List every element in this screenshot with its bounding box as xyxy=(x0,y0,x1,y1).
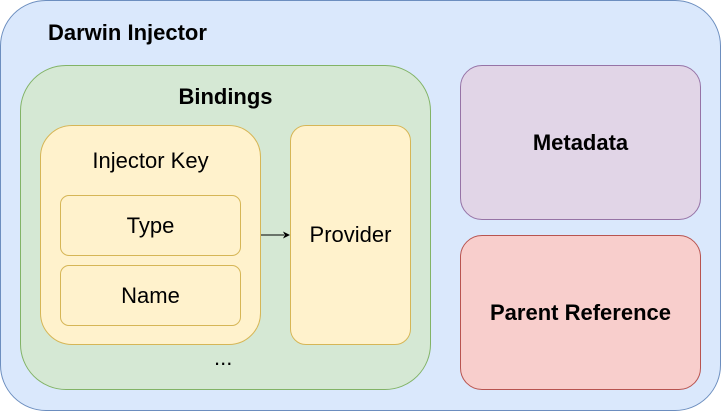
provider-box: Provider xyxy=(290,125,411,345)
type-field-label: Type xyxy=(126,212,175,238)
provider-label: Provider xyxy=(309,222,392,247)
parent-reference-label: Parent Reference xyxy=(490,299,671,325)
parent-reference-box: Parent Reference xyxy=(460,235,701,390)
type-field-box: Type xyxy=(60,195,241,256)
more-bindings-ellipsis: ... xyxy=(40,345,410,373)
name-field-label: Name xyxy=(121,282,180,308)
name-field-box: Name xyxy=(60,265,241,326)
bindings-title: Bindings xyxy=(178,84,273,109)
metadata-label: Metadata xyxy=(532,129,629,155)
injector-key-title: Injector Key xyxy=(92,148,209,173)
darwin-injector-title: Darwin Injector xyxy=(48,20,207,45)
more-bindings-label: ... xyxy=(214,345,233,370)
metadata-box: Metadata xyxy=(460,65,701,220)
